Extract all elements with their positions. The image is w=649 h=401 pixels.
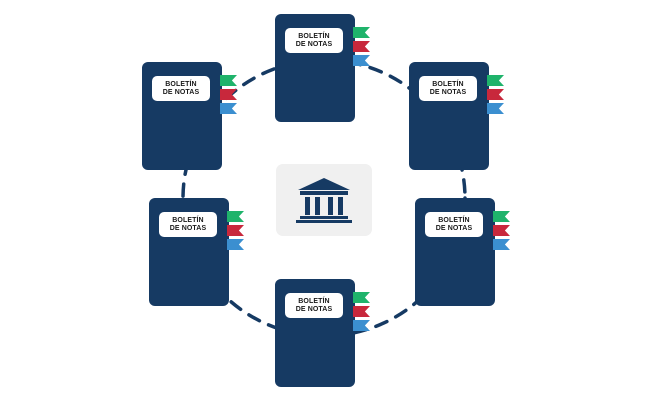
bookmark-tab-red — [227, 225, 244, 236]
report-card-title: BOLETÍN DE NOTAS — [429, 80, 467, 96]
report-card-label: BOLETÍN DE NOTAS — [419, 76, 477, 101]
report-card-upper-left: BOLETÍN DE NOTAS — [142, 62, 237, 170]
report-card-title: BOLETÍN DE NOTAS — [435, 216, 473, 232]
bookmark-tab-blue — [487, 103, 504, 114]
center-institution-box — [276, 164, 372, 236]
report-card-upper-right: BOLETÍN DE NOTAS — [409, 62, 504, 170]
report-card-bottom: BOLETÍN DE NOTAS — [275, 279, 370, 387]
report-card-top: BOLETÍN DE NOTAS — [275, 14, 370, 122]
bookmark-tab-green — [487, 75, 504, 86]
report-card-title: BOLETÍN DE NOTAS — [295, 297, 333, 313]
report-card-label: BOLETÍN DE NOTAS — [425, 212, 483, 237]
bookmark-tab-green — [220, 75, 237, 86]
bookmark-tab-blue — [227, 239, 244, 250]
bookmark-tab-green — [493, 211, 510, 222]
report-card-label: BOLETÍN DE NOTAS — [285, 28, 343, 53]
bookmark-tab-green — [227, 211, 244, 222]
report-card-lower-right: BOLETÍN DE NOTAS — [415, 198, 510, 306]
report-card-lower-left: BOLETÍN DE NOTAS — [149, 198, 244, 306]
institution-icon — [296, 178, 352, 223]
bookmark-tab-red — [493, 225, 510, 236]
bookmark-tab-red — [353, 41, 370, 52]
bookmark-tab-blue — [353, 55, 370, 66]
report-card-label: BOLETÍN DE NOTAS — [152, 76, 210, 101]
report-card-label: BOLETÍN DE NOTAS — [285, 293, 343, 318]
bookmark-tab-green — [353, 27, 370, 38]
report-card-label: BOLETÍN DE NOTAS — [159, 212, 217, 237]
report-card-title: BOLETÍN DE NOTAS — [162, 80, 200, 96]
report-card-title: BOLETÍN DE NOTAS — [169, 216, 207, 232]
bookmark-tab-green — [353, 292, 370, 303]
report-card-title: BOLETÍN DE NOTAS — [295, 32, 333, 48]
bookmark-tab-blue — [353, 320, 370, 331]
bookmark-tab-blue — [493, 239, 510, 250]
bookmark-tab-blue — [220, 103, 237, 114]
bookmark-tab-red — [220, 89, 237, 100]
bookmark-tab-red — [353, 306, 370, 317]
bookmark-tab-red — [487, 89, 504, 100]
